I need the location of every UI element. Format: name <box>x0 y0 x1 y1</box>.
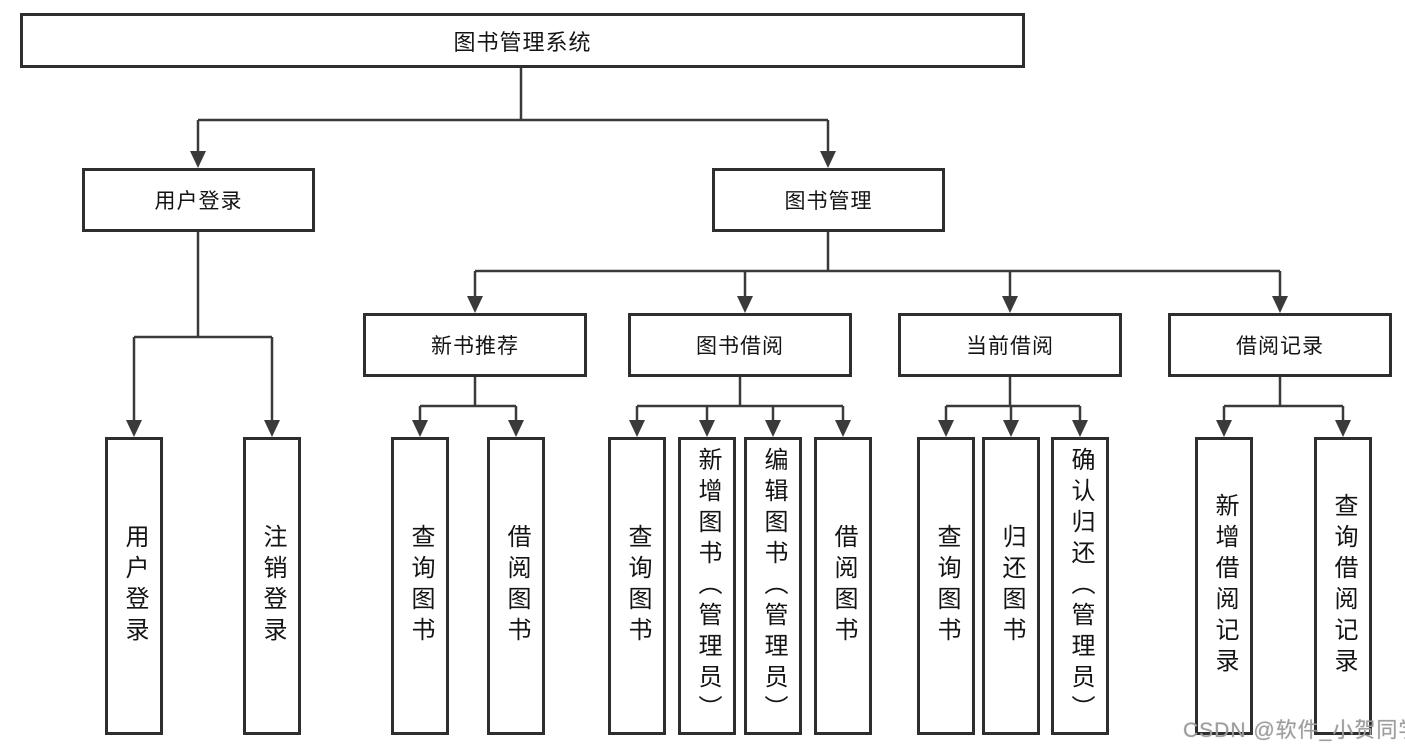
leaf-logout: 注销登录 <box>243 437 301 735</box>
node-label: 编辑图书（管理员） <box>760 446 787 726</box>
node-label: 查询图书 <box>624 524 651 648</box>
node-label: 查询借阅记录 <box>1330 493 1357 679</box>
leaf-query-books-recommend: 查询图书 <box>391 437 449 735</box>
node-label: 图书管理 <box>784 190 873 213</box>
node-label: 查询图书 <box>407 524 434 648</box>
node-label: 图书管理系统 <box>453 29 592 55</box>
leaf-borrow-books-recommend: 借阅图书 <box>487 437 545 735</box>
node-label: 当前借阅 <box>966 335 1054 358</box>
leaf-add-books-admin: 新增图书（管理员） <box>678 437 736 735</box>
node-label: 图书借阅 <box>696 335 784 358</box>
node-label: 借阅记录 <box>1236 335 1324 358</box>
node-label: 归还图书 <box>998 524 1025 648</box>
node-label: 用户登录 <box>154 190 243 213</box>
node-label: 新增借阅记录 <box>1211 493 1238 679</box>
node-user-login: 用户登录 <box>82 168 315 232</box>
node-current-borrowing: 当前借阅 <box>898 313 1122 377</box>
node-label: 借阅图书 <box>503 524 530 648</box>
leaf-query-books-borrow: 查询图书 <box>608 437 666 735</box>
edge-bookmgmt-to-level3 <box>473 232 1282 298</box>
node-label: 用户登录 <box>121 524 148 648</box>
leaf-user-login: 用户登录 <box>105 437 163 735</box>
node-borrowing-records: 借阅记录 <box>1168 313 1392 377</box>
edge-userlogin-to-leaves <box>132 232 274 421</box>
leaf-borrow-books: 借阅图书 <box>814 437 872 735</box>
leaf-add-borrow-record: 新增借阅记录 <box>1195 437 1253 735</box>
leaf-query-borrow-record: 查询借阅记录 <box>1314 437 1372 735</box>
edge-borrow-to-leaves <box>635 377 845 421</box>
edge-records-to-leaves <box>1222 377 1345 421</box>
leaf-query-books-current: 查询图书 <box>917 437 975 735</box>
node-label: 新书推荐 <box>431 335 519 358</box>
csdn-watermark: CSDN @软件_小贺同学 <box>1183 719 1405 742</box>
node-label: 借阅图书 <box>830 524 857 648</box>
node-label: 确认归还（管理员） <box>1067 446 1094 726</box>
node-label: 新增图书（管理员） <box>694 446 721 726</box>
node-book-borrowing: 图书借阅 <box>628 313 852 377</box>
edge-current-to-leaves <box>944 377 1082 421</box>
edge-newbook-to-leaves <box>418 377 518 421</box>
edge-root-to-level2 <box>196 68 830 152</box>
node-label: 查询图书 <box>933 524 960 648</box>
node-book-management: 图书管理 <box>712 168 945 232</box>
leaf-return-books: 归还图书 <box>982 437 1040 735</box>
leaf-edit-books-admin: 编辑图书（管理员） <box>744 437 802 735</box>
node-new-book-recommendation: 新书推荐 <box>363 313 587 377</box>
node-label: 注销登录 <box>259 524 286 648</box>
node-root-library-system: 图书管理系统 <box>20 13 1025 68</box>
leaf-confirm-return-admin: 确认归还（管理员） <box>1051 437 1109 735</box>
